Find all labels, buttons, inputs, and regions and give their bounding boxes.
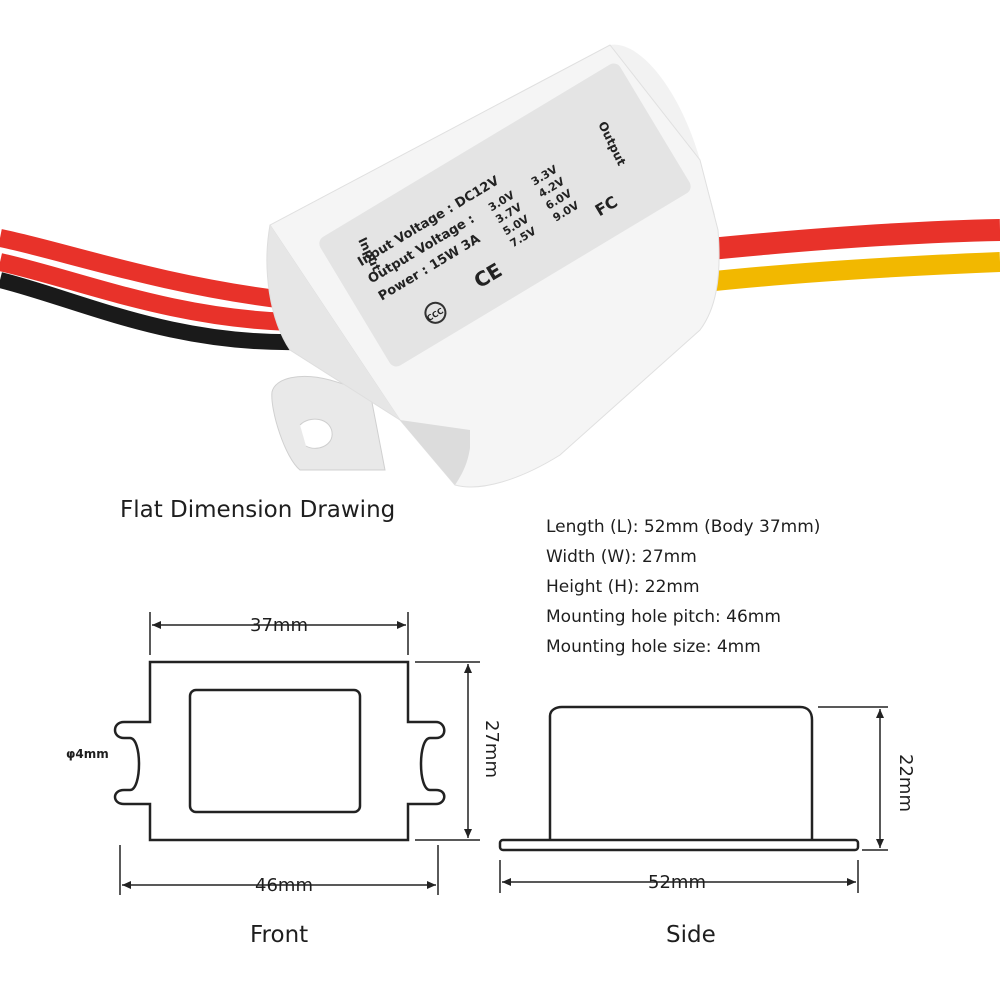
- spec-width: Width (W): 27mm: [546, 547, 697, 567]
- side-right-dim: 22mm: [895, 754, 916, 812]
- side-bottom-dim: 52mm: [648, 872, 706, 893]
- front-hole-dim: φ4mm: [66, 747, 109, 761]
- red-wire-left: [0, 253, 291, 331]
- front-bottom-dim: 46mm: [255, 875, 313, 896]
- product-illustration: Input Voltage : DC12V Output Voltage : P…: [0, 44, 1000, 488]
- front-top-dim: 37mm: [250, 615, 308, 636]
- front-inner-window: [188, 688, 362, 814]
- spec-length: Length (L): 52mm (Body 37mm): [546, 517, 821, 537]
- mounting-tab: [271, 375, 386, 471]
- front-outline: [113, 660, 446, 842]
- side-body: [548, 705, 814, 840]
- red-wire-right: [698, 219, 1000, 261]
- side-caption: Side: [666, 922, 716, 948]
- spec-hole-pitch: Mounting hole pitch: 46mm: [546, 607, 781, 627]
- spec-hole-size: Mounting hole size: 4mm: [546, 637, 761, 657]
- spec-height: Height (H): 22mm: [546, 577, 700, 597]
- front-view: [113, 660, 446, 842]
- side-view: [498, 705, 860, 852]
- section-title: Flat Dimension Drawing: [120, 497, 396, 523]
- side-base: [498, 838, 860, 852]
- front-right-dim: 27mm: [481, 720, 502, 778]
- black-wire-left: [0, 272, 301, 351]
- specs-list: Length (L): 52mm (Body 37mm) Width (W): …: [546, 512, 820, 662]
- front-caption: Front: [250, 922, 308, 948]
- red-wire-left-top: [0, 229, 287, 309]
- yellow-wire-right: [703, 252, 1000, 292]
